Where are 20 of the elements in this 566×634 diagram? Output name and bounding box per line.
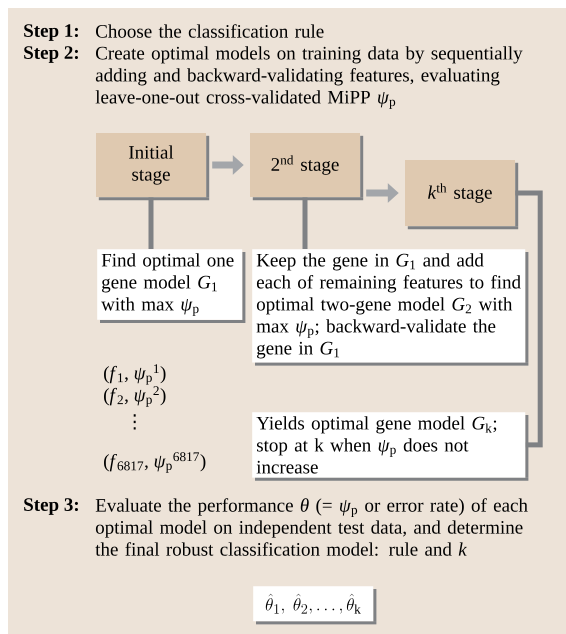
- step-label: Step 3:: [24, 498, 78, 515]
- formula-label: (f$_{6817}$, ψ$_{p}$$^{6817}$): [104, 452, 206, 473]
- step-text: Choose the classification rule: [96, 24, 324, 38]
- note-box: Keep the gene in G$_{1}$ and add each of remaining features to find optimal two-gene model G$_{2}$ with max ψ$_{p}$; backward-validate the gene in G$_{1}$: [252, 249, 528, 366]
- step-text: Evaluate the performance θ (= ψ$_{p}$ or error rate) of each optimal model on independent test data, and determine the final robust classification model: rule and k: [95, 498, 528, 556]
- formula-label: (f$_{1}$, ψ$_{p}$$^{1}$): [104, 364, 166, 385]
- formula-label: (f$_{2}$, ψ$_{p}$$^{2}$): [104, 386, 166, 407]
- stage-box: Initial stage: [96, 133, 210, 200]
- connector-line: [148, 197, 154, 249]
- step-label: Step 2:: [24, 46, 78, 63]
- note-box: Yields optimal gene model G$_{k}$; stop at k when ψ$_{p}$ does not increase: [252, 412, 528, 481]
- result-box: $\hat{\theta}_{1},\ \hat{\theta}_{2},\ldots,\hat{\theta}_{\mathrm{k}}$: [253, 586, 376, 624]
- stage-box: k$^{th}$ stage: [405, 160, 518, 230]
- vertical-ellipsis: ⋮: [134, 414, 136, 430]
- step-text: Create optimal models on training data by sequentially adding and backward-validating features, evaluating leave-one-out cross-validated MiPP ψ$_{p}$: [96, 46, 523, 109]
- note-box: Find optimal one gene model G$_{1}$ with max ψ$_{p}$: [97, 249, 246, 323]
- connector-line: [302, 197, 308, 249]
- stage-box: 2$^{nd}$ stage: [250, 133, 364, 200]
- step-label: Step 1:: [24, 24, 78, 41]
- connector-line: [515, 190, 543, 448]
